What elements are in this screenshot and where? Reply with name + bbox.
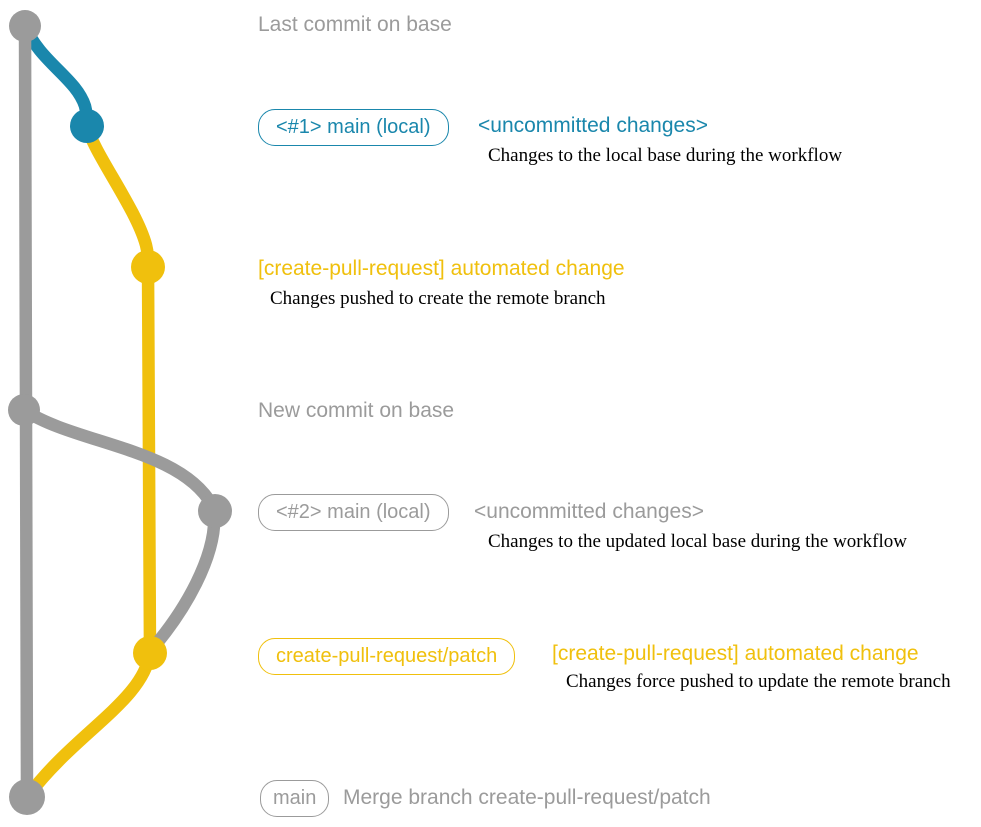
commit-node-new-commit-on-base [8, 394, 40, 426]
edge-main2-to-patch [145, 504, 221, 656]
commit-node-last-commit-on-base [9, 10, 41, 42]
new-commit-label: New commit on base [258, 399, 455, 422]
commit-node-main-local-2 [198, 494, 232, 528]
edge-base-to-main1 [18, 19, 94, 133]
caption-updated-local-base: Changes to the updated local base during… [488, 531, 907, 552]
commit-node-main-local-1 [70, 109, 104, 143]
branch-badge-main-label: main [260, 780, 330, 817]
automated-change-1-label: [create-pull-request] automated change [258, 257, 625, 280]
last-commit-label: Last commit on base [258, 13, 452, 36]
branch-badge-patch: create-pull-request/patch [258, 638, 516, 675]
commit-node-automated-change-1 [131, 250, 165, 284]
caption-force-pushed: Changes force pushed to update the remot… [566, 671, 951, 692]
caption-local-base: Changes to the local base during the wor… [488, 145, 843, 166]
commit-node-automated-change-2 [133, 636, 167, 670]
branch-badge-main-local-2: <#2> main (local) [258, 494, 449, 531]
branch-badge-main: main [260, 780, 330, 817]
uncommitted-changes-1: <uncommitted changes> [478, 114, 708, 137]
edge-main1-to-patch [80, 119, 155, 274]
commit-node-merge-commit [9, 779, 45, 815]
edge-base-to-main2 [17, 403, 219, 512]
uncommitted-changes-2: <uncommitted changes> [474, 500, 704, 523]
branch-badge-main-local-1-label: <#1> main (local) [258, 109, 449, 146]
automated-change-2-label: [create-pull-request] automated change [552, 642, 919, 665]
branch-badge-main-local-1: <#1> main (local) [258, 109, 449, 146]
commit-graph [8, 10, 232, 815]
merge-message: Merge branch create-pull-request/patch [343, 786, 711, 809]
caption-pushed-create: Changes pushed to create the remote bran… [270, 288, 606, 309]
branch-badge-patch-label: create-pull-request/patch [258, 638, 516, 675]
branch-badge-main-local-2-label: <#2> main (local) [258, 494, 449, 531]
edge-patch-to-merge [21, 646, 157, 803]
